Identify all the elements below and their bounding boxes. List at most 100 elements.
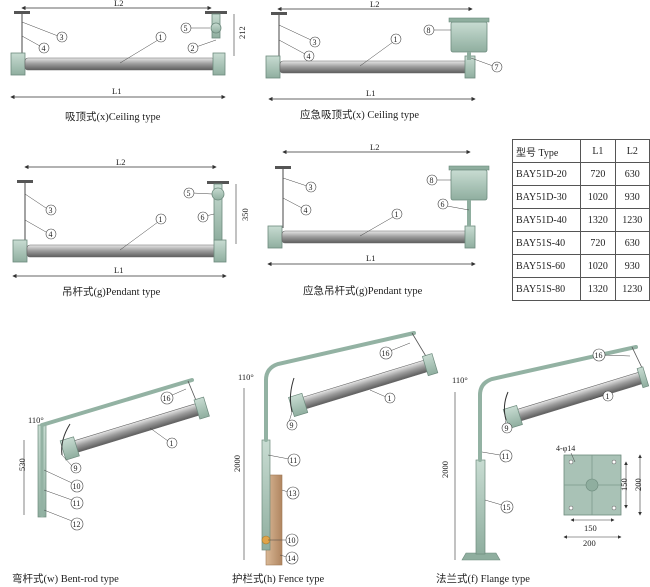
end-cap-left [10, 52, 26, 76]
callout-3 [56, 31, 68, 43]
svg-text:9: 9 [290, 421, 294, 430]
svg-text:11: 11 [502, 452, 510, 461]
emergency-pendant-type-drawing: L2 L1 1 3 4 8 6 应急吊杆式(g)Pendant type [267, 142, 490, 297]
svg-text:2000: 2000 [232, 455, 242, 472]
svg-text:L1: L1 [366, 88, 375, 98]
svg-text:1: 1 [388, 394, 392, 403]
svg-text:4: 4 [304, 206, 308, 215]
svg-text:6: 6 [201, 213, 205, 222]
svg-text:1: 1 [606, 392, 610, 401]
caption-emergency-ceiling: 应急吸顶式(x) Ceiling type [300, 108, 419, 121]
svg-text:13: 13 [289, 489, 297, 498]
svg-text:11: 11 [73, 499, 81, 508]
svg-text:530: 530 [17, 458, 27, 471]
table-row: BAY51D-30 1020 930 [511, 185, 650, 209]
callout-2 [187, 42, 199, 54]
svg-text:4: 4 [307, 52, 311, 61]
holes-label: 4-φ14 [556, 444, 575, 453]
bent-rod [40, 378, 194, 427]
flange-base [461, 552, 501, 561]
svg-text:10: 10 [288, 536, 296, 545]
pendant-type-drawing: L2 350 L1 1 3 4 5 6 吊杆式(g)Pendant type [12, 157, 250, 298]
svg-text:3: 3 [49, 206, 53, 215]
svg-text:8: 8 [427, 26, 431, 35]
svg-text:15: 15 [503, 503, 511, 512]
svg-text:1: 1 [394, 35, 398, 44]
flange-type-drawing: 110° 2000 1 16 9 11 15 法兰式(f) Flange typ… [436, 345, 650, 585]
height-212-label: 212 [237, 26, 247, 39]
spec-header-row: 型号 Type L1 L2 [511, 139, 650, 163]
caption-flange: 法兰式(f) Flange type [436, 572, 530, 585]
svg-text:6: 6 [441, 200, 445, 209]
caption-bent-rod: 弯杆式(w) Bent-rod type [12, 572, 119, 585]
svg-text:4: 4 [42, 44, 46, 53]
svg-text:L2: L2 [116, 157, 125, 167]
caption-fence: 护栏式(h) Fence type [232, 572, 324, 585]
svg-text:1: 1 [159, 215, 163, 224]
svg-text:200: 200 [633, 478, 643, 491]
fence-type-drawing: 110° 2000 1 16 9 11 13 10 14 护栏式(h) Fenc… [232, 331, 439, 585]
svg-text:1: 1 [159, 33, 163, 42]
svg-text:16: 16 [382, 349, 390, 358]
svg-text:2: 2 [191, 44, 195, 53]
svg-text:16: 16 [163, 394, 171, 403]
svg-text:110°: 110° [452, 375, 468, 385]
caption-ceiling: 吸顶式(x)Ceiling type [65, 110, 161, 123]
caption-pendant: 吊杆式(g)Pendant type [62, 285, 161, 298]
svg-text:L2: L2 [370, 142, 379, 152]
callout-4 [38, 42, 50, 54]
svg-text:L1: L1 [114, 265, 123, 275]
emergency-ceiling-type-drawing: L2 L1 1 3 4 8 7 应急吸顶式(x) Ceiling type [265, 0, 503, 121]
lamp-tube [24, 57, 216, 71]
svg-text:2000: 2000 [440, 461, 450, 478]
l1-dim-label: L1 [112, 86, 121, 96]
ceiling-mount-plate-right [205, 11, 227, 14]
svg-text:9: 9 [505, 424, 509, 433]
table-row: BAY51S-60 1020 930 [511, 254, 650, 278]
svg-text:14: 14 [288, 554, 296, 563]
svg-text:8: 8 [430, 176, 434, 185]
svg-text:110°: 110° [238, 372, 254, 382]
svg-text:1: 1 [170, 439, 174, 448]
svg-text:3: 3 [313, 38, 317, 47]
spec-header-l2: L2 [614, 139, 650, 163]
svg-text:1: 1 [395, 210, 399, 219]
svg-text:10: 10 [73, 482, 81, 491]
table-row: BAY51D-20 720 630 [511, 162, 650, 186]
svg-text:16: 16 [595, 351, 603, 360]
ceiling-mount-plate [14, 11, 30, 14]
end-cap-right [212, 52, 226, 76]
svg-text:350: 350 [240, 208, 250, 221]
svg-text:200: 200 [583, 538, 596, 548]
junction-box [210, 22, 222, 34]
flange-plate-detail: 4-φ14 150 200 150 200 [556, 444, 643, 548]
spec-table: 型号 Type L1 L2 BAY51D-20 720 630 BAY51D-3… [511, 139, 650, 301]
svg-text:150: 150 [619, 478, 629, 491]
flange-arm [478, 345, 638, 462]
fence-arm [264, 331, 416, 442]
callout-1 [155, 31, 167, 43]
svg-text:L2: L2 [370, 0, 379, 9]
ceiling-type-drawing: L2 212 L1 1 2 3 4 5 吸顶式(x)Ceiling type [10, 0, 247, 123]
spec-header-l1: L1 [580, 139, 616, 163]
table-row: BAY51S-40 720 630 [511, 231, 650, 255]
svg-text:11: 11 [290, 456, 298, 465]
svg-text:5: 5 [184, 24, 188, 33]
emergency-box [450, 21, 488, 53]
svg-text:110°: 110° [28, 415, 44, 425]
table-row: BAY51S-80 1320 1230 [511, 277, 650, 301]
svg-text:150: 150 [584, 523, 597, 533]
svg-text:4: 4 [49, 230, 53, 239]
svg-text:9: 9 [74, 464, 78, 473]
svg-text:7: 7 [495, 63, 499, 72]
caption-emergency-pendant: 应急吊杆式(g)Pendant type [303, 284, 423, 297]
svg-text:3: 3 [60, 33, 64, 42]
bent-rod-type-drawing: 110° 530 1 16 9 10 11 12 弯杆式(w) Bent-rod… [12, 378, 210, 585]
table-row: BAY51D-40 1320 1230 [511, 208, 650, 232]
svg-text:3: 3 [309, 183, 313, 192]
svg-text:L1: L1 [366, 253, 375, 263]
l2-dim-label: L2 [114, 0, 123, 8]
svg-text:5: 5 [187, 189, 191, 198]
spec-header-type: 型号 Type [511, 139, 582, 163]
